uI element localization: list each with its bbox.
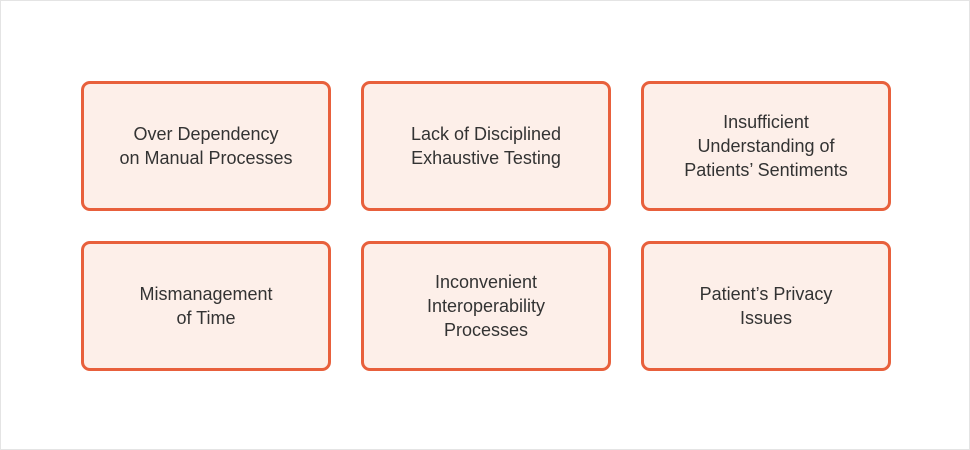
challenge-card-interoperability: Inconvenient Interoperability Processes <box>361 241 611 371</box>
challenge-card-manual-processes: Over Dependency on Manual Processes <box>81 81 331 211</box>
challenge-card-patient-sentiments: Insufficient Understanding of Patients’ … <box>641 81 891 211</box>
challenge-card-privacy: Patient’s Privacy Issues <box>641 241 891 371</box>
challenge-label: Lack of Disciplined Exhaustive Testing <box>410 124 562 168</box>
challenge-label: Inconvenient Interoperability Processes <box>426 272 546 340</box>
challenge-grid: Over Dependency on Manual Processes Lack… <box>81 81 891 371</box>
challenge-label: Mismanagement of Time <box>139 284 273 328</box>
challenge-label: Patient’s Privacy Issues <box>699 284 833 328</box>
challenge-card-testing: Lack of Disciplined Exhaustive Testing <box>361 81 611 211</box>
challenge-label: Insufficient Understanding of Patients’ … <box>684 112 848 180</box>
challenge-card-time-management: Mismanagement of Time <box>81 241 331 371</box>
challenge-label: Over Dependency on Manual Processes <box>119 124 293 168</box>
